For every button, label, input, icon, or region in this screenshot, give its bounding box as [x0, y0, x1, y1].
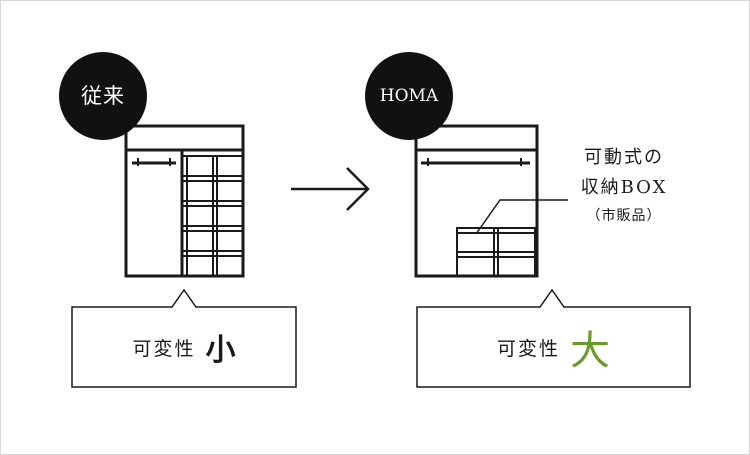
conventional-variability-size: 小 — [205, 333, 236, 368]
homa-closet — [414, 124, 539, 278]
arrow-right-icon — [291, 167, 370, 211]
homa-badge-label: HOMA — [379, 86, 439, 106]
annotation-leader-line — [475, 199, 568, 235]
annotation-line-1: 可動式の — [584, 147, 664, 168]
conventional-bubble — [71, 288, 297, 388]
conventional-badge — [59, 52, 147, 140]
conventional-badge-label: 従来 — [81, 84, 125, 108]
annotation-line-2: 収納BOX — [580, 177, 668, 198]
conventional-bubble-text: 可変性 小 — [72, 307, 296, 387]
homa-variability-label: 可変性 — [496, 337, 560, 360]
homa-bubble-text: 可変性 大 — [417, 307, 690, 387]
conventional-variability-label: 可変性 — [132, 337, 196, 360]
storage-box-annotation: 可動式の 収納BOX （市販品） — [560, 143, 688, 229]
homa-variability-size: 大 — [570, 328, 610, 374]
homa-badge — [365, 52, 453, 140]
annotation-line-3: （市販品） — [586, 208, 662, 224]
homa-bubble — [416, 288, 691, 388]
conventional-closet — [124, 124, 245, 278]
